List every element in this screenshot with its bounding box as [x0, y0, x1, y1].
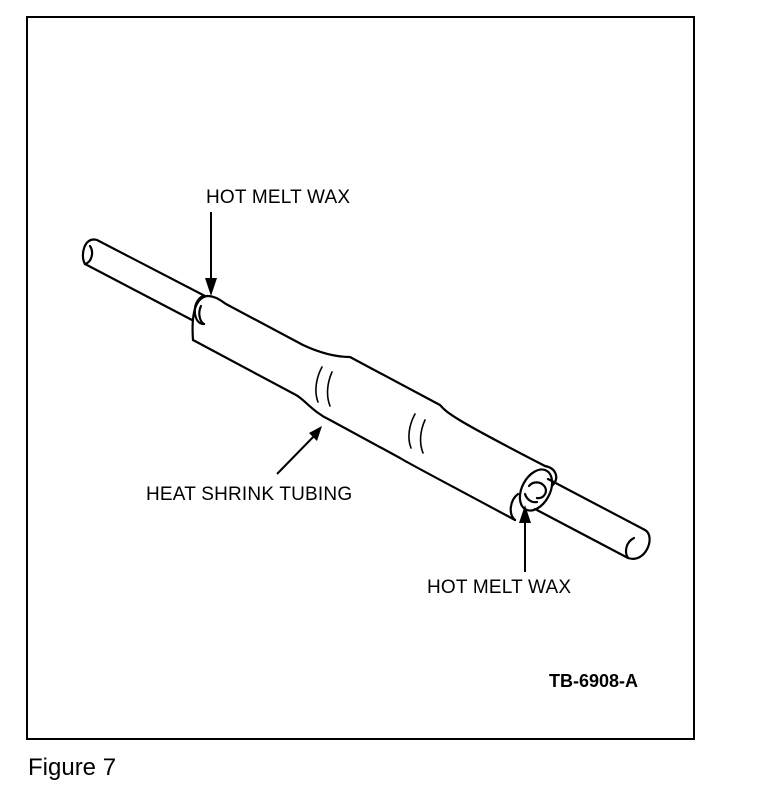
top-wax-bead	[193, 294, 206, 326]
heat-shrink-label: HEAT SHRINK TUBING	[146, 484, 353, 505]
bottom-wax-bead	[518, 468, 554, 512]
heat-shrink-tubing	[191, 294, 558, 522]
figure-caption: Figure 7	[28, 754, 117, 781]
bottom-wax-label: HOT MELT WAX	[427, 577, 572, 598]
bottom-wax-arrow	[519, 505, 531, 572]
right-wire	[533, 477, 651, 560]
left-wire	[81, 238, 207, 322]
top-wax-arrow	[205, 212, 217, 296]
reference-code: TB-6908-A	[549, 671, 639, 691]
figure-frame	[26, 16, 695, 740]
top-wax-label: HOT MELT WAX	[206, 187, 351, 208]
heat-shrink-arrow	[276, 426, 322, 475]
